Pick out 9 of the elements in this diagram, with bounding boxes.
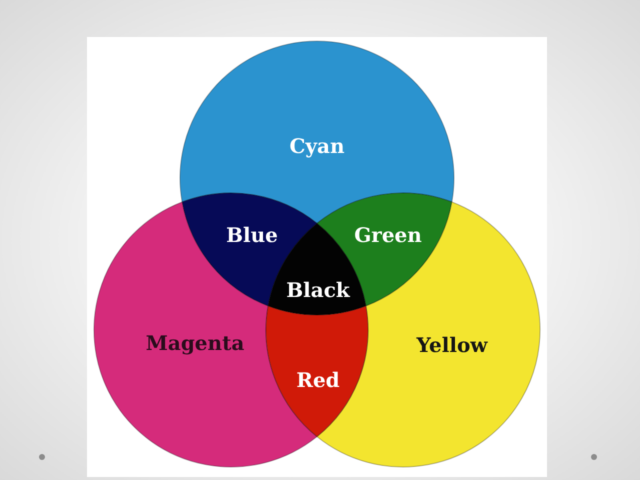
region-label: Yellow [416,335,488,355]
region-label: Magenta [146,333,244,353]
region-label: Blue [226,225,278,245]
circle-region [180,41,455,224]
region-label: Black [286,280,350,300]
overlap-region [266,307,369,437]
region-label: Green [354,225,422,245]
region-label: Cyan [289,136,345,156]
region-label: Red [296,370,340,390]
